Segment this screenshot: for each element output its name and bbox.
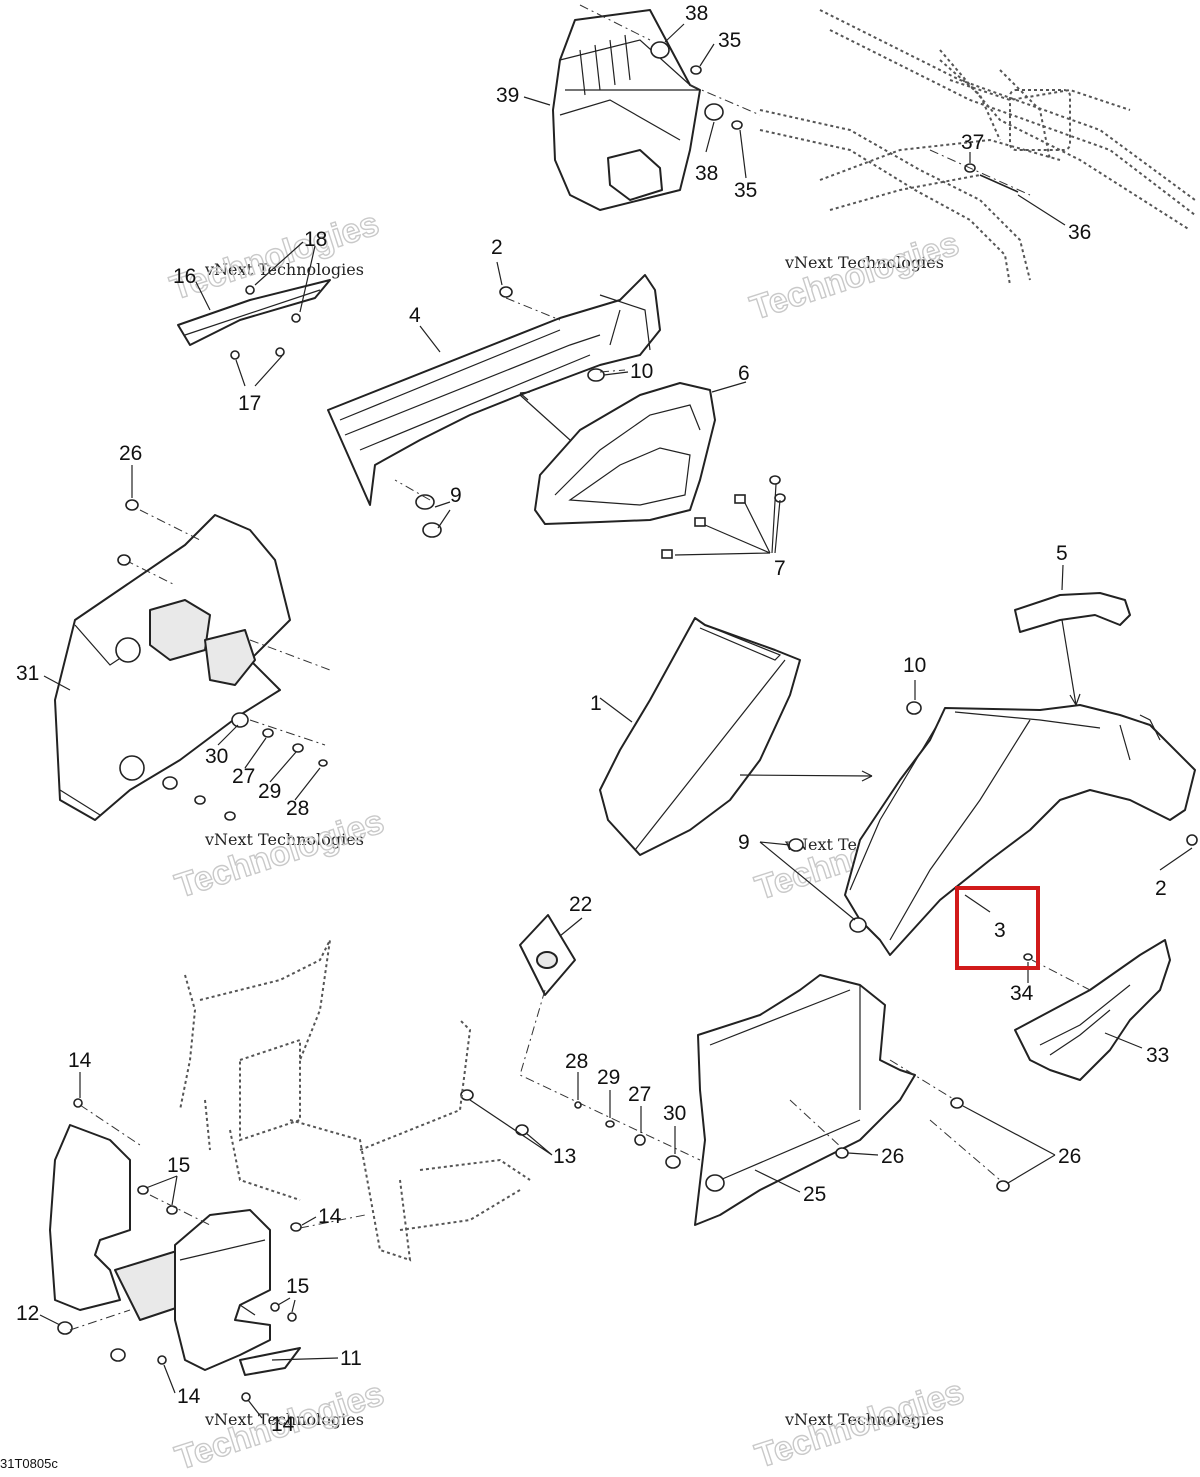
callout-labels: 38 35 39 38 35 37 36 18 16 17 2 4 10 6 9… (16, 2, 1169, 1436)
callout-34: 34 (1010, 982, 1034, 1005)
callout-29: 29 (258, 780, 281, 803)
leader-lines-top (523, 23, 1066, 226)
part-39-bracket (552, 9, 701, 211)
watermark-text: Technologies (746, 225, 964, 328)
callout-10: 10 (630, 360, 653, 383)
callout-26: 26 (1058, 1145, 1081, 1168)
callout-13: 13 (553, 1145, 576, 1168)
watermark-text: vNext Technologies (204, 260, 364, 279)
callout-16: 16 (173, 265, 196, 288)
callout-2: 2 (491, 236, 503, 259)
leader-line-3 (964, 894, 991, 913)
callout-2: 2 (1155, 877, 1167, 900)
callout-30: 30 (663, 1102, 686, 1125)
callout-37: 37 (961, 131, 984, 154)
bolt-36 (979, 174, 1019, 193)
part-16-trim (177, 241, 331, 387)
callout-25: 25 (803, 1183, 826, 1206)
part-4-side-panel (327, 261, 661, 538)
callout-15: 15 (286, 1275, 309, 1298)
callout-18: 18 (304, 228, 327, 251)
callout-11: 11 (340, 1347, 362, 1370)
callout-38: 38 (685, 2, 708, 25)
callout-28: 28 (565, 1050, 588, 1073)
callout-22: 22 (569, 893, 592, 916)
callout-1: 1 (590, 692, 602, 715)
part-25-lower-panel (694, 974, 1056, 1226)
callout-4: 4 (409, 304, 421, 327)
watermark-text: Technologies (166, 205, 384, 308)
part-31-bracket (43, 465, 331, 821)
grommet-38-lower (704, 103, 724, 121)
callout-36: 36 (1068, 221, 1091, 244)
callout-10: 10 (903, 654, 926, 677)
callout-30: 30 (205, 745, 228, 768)
part-22-plate (519, 914, 701, 1161)
nut-35-lower (731, 120, 743, 130)
part-33-step-trim (1014, 939, 1171, 1081)
callout-14: 14 (177, 1385, 201, 1408)
callout-14: 14 (318, 1205, 342, 1228)
part-11-bumper-lights (39, 1072, 366, 1419)
callout-27: 27 (628, 1083, 651, 1106)
watermark-text: Technologies (171, 803, 389, 906)
watermark-text: vNext Technologies (784, 1410, 944, 1429)
watermark-text: vNext Technologies (204, 830, 364, 849)
highlight-box (955, 886, 1040, 970)
part-1-panel (599, 617, 873, 856)
callout-15: 15 (167, 1154, 190, 1177)
callout-14: 14 (271, 1413, 295, 1436)
diagram-code: 31T0805c (0, 1456, 58, 1471)
callout-31: 31 (16, 662, 39, 685)
part-6-housing (534, 381, 786, 559)
watermark-text: vNext Technologies (784, 253, 944, 272)
vehicle-frame-bottom (179, 939, 531, 1262)
callout-35: 35 (734, 179, 757, 202)
callout-39: 39 (496, 84, 519, 107)
callout-26: 26 (881, 1145, 904, 1168)
callout-12: 12 (16, 1302, 39, 1325)
callout-27: 27 (232, 765, 255, 788)
callout-3: 3 (994, 919, 1006, 942)
hardware-group-top (579, 4, 1031, 196)
callout-9: 9 (450, 484, 462, 507)
callout-38: 38 (695, 162, 718, 185)
callout-29: 29 (597, 1066, 620, 1089)
vehicle-frame-top (759, 9, 1196, 286)
part-3-fender (759, 680, 1198, 956)
callout-5: 5 (1056, 542, 1068, 565)
callout-28: 28 (286, 797, 309, 820)
callout-14: 14 (68, 1049, 92, 1072)
part-5-cap (1014, 564, 1131, 706)
callout-6: 6 (738, 362, 750, 385)
watermark-text: vNext Technologies (204, 1410, 364, 1429)
fasteners-7 (661, 475, 786, 559)
callout-9: 9 (738, 831, 750, 854)
callout-35: 35 (718, 29, 741, 52)
callout-33: 33 (1146, 1044, 1169, 1067)
callout-17: 17 (238, 392, 261, 415)
grommet-38-upper (650, 41, 670, 59)
callout-26: 26 (119, 442, 142, 465)
callout-7: 7 (774, 557, 786, 580)
nut-35-upper (690, 65, 702, 75)
